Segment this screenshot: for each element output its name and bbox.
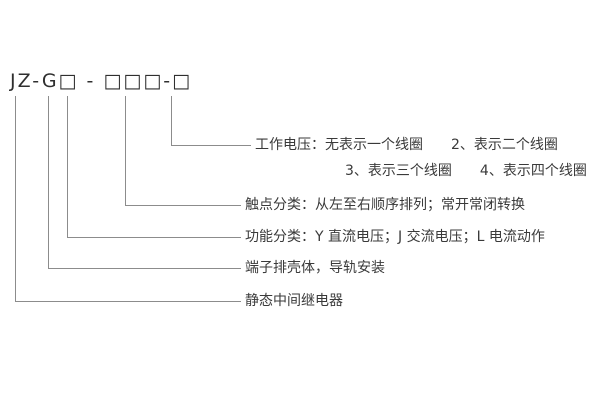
connector-function-line [67, 96, 241, 238]
connector-terminal-line [48, 96, 241, 269]
label-relay-type: 静态中间继电器 [245, 293, 343, 309]
connector-voltage-line [171, 96, 251, 146]
label-working-voltage-line2: 3、表示三个线圈 4、表示四个线圈 [345, 163, 587, 179]
connector-contact-line [125, 96, 241, 206]
label-terminal-housing: 端子排壳体，导轨安装 [245, 260, 385, 276]
connector-relay-line [15, 96, 241, 302]
model-code: JZ-G□ - □□□-□ [10, 70, 193, 92]
label-contact-classification: 触点分类：从左至右顺序排列；常开常闭转换 [245, 197, 525, 213]
label-function-classification: 功能分类：Y 直流电压；J 交流电压；L 电流动作 [245, 229, 545, 245]
label-working-voltage-line1: 工作电压：无表示一个线圈 2、表示二个线圈 [255, 137, 558, 153]
